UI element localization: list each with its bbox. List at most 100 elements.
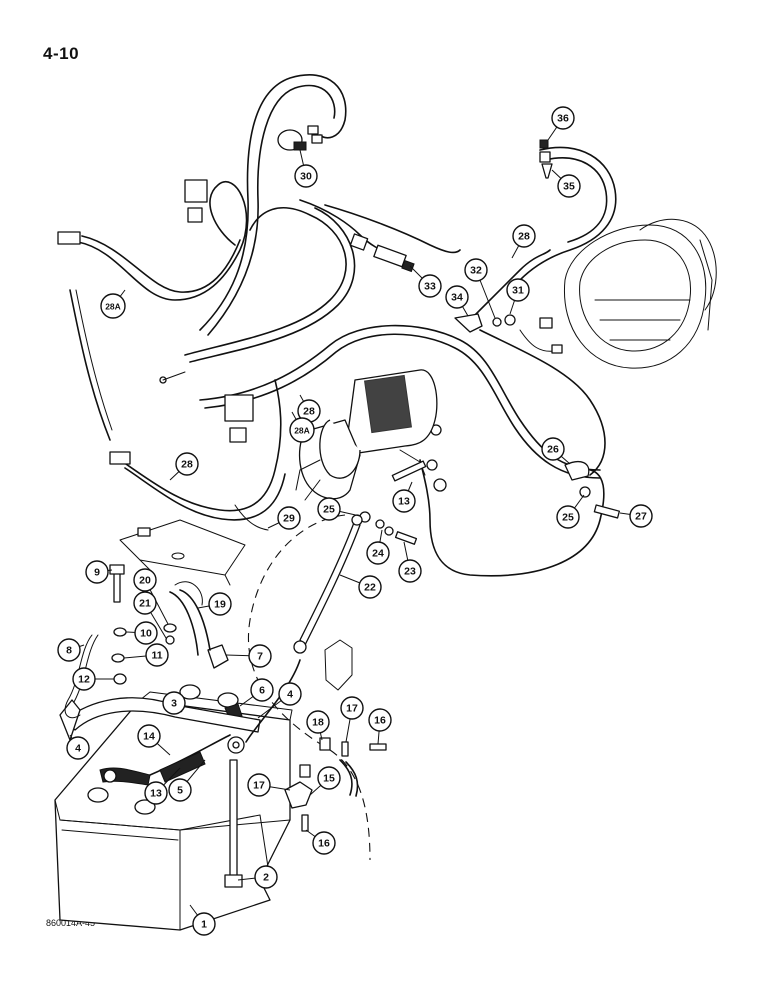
- callout-circle: [278, 682, 302, 706]
- callout-24: 24: [366, 529, 390, 565]
- hold-down-bar: [64, 697, 261, 733]
- callout-5: 5: [168, 759, 206, 802]
- callout-28: 28: [297, 394, 321, 423]
- callout-label: 14: [143, 731, 155, 743]
- callout-label: 4: [287, 689, 293, 701]
- battery-tray: [119, 519, 246, 586]
- callout-label: 10: [140, 628, 152, 640]
- callout-circle: [248, 644, 272, 668]
- callout-21: 21: [133, 591, 167, 639]
- starter-motor: [295, 369, 438, 501]
- callout-18: 18: [306, 710, 330, 741]
- callout-circle: [133, 568, 157, 592]
- callout-28: 28: [169, 452, 199, 481]
- callout-36: 36: [547, 106, 575, 141]
- callout-22: 22: [339, 574, 382, 599]
- callout-15: 15: [309, 766, 341, 796]
- plug-connector-left: [57, 231, 81, 245]
- callout-28A: 28A: [100, 289, 126, 319]
- callout-label: 23: [404, 566, 416, 578]
- callout-circle: [175, 452, 199, 476]
- callout-circle: [289, 417, 315, 443]
- callout-17: 17: [247, 773, 291, 797]
- callout-circle: [629, 504, 653, 528]
- callout-label: 11: [151, 650, 162, 662]
- plug-connector-lower: [109, 451, 131, 465]
- temperature-switch: [277, 125, 323, 151]
- callout-11: 11: [123, 643, 169, 667]
- callout-13: 13: [392, 481, 416, 513]
- callout-circle: [340, 696, 364, 720]
- callout-label: 33: [424, 281, 436, 293]
- callout-circle: [208, 592, 232, 616]
- callout-1: 1: [189, 904, 216, 936]
- alternator: [563, 218, 717, 369]
- callout-circle: [512, 224, 536, 248]
- callout-circle: [368, 708, 392, 732]
- callout-circle: [250, 678, 274, 702]
- callout-circle: [557, 174, 581, 198]
- callout-circle: [541, 437, 565, 461]
- callout-circle: [306, 710, 330, 734]
- callout-label: 31: [512, 285, 524, 297]
- callout-label: 30: [300, 171, 312, 183]
- callout-circle: [137, 724, 161, 748]
- callout-circle: [192, 912, 216, 936]
- callout-35: 35: [551, 169, 581, 198]
- callout-30: 30: [294, 149, 318, 188]
- callout-17: 17: [340, 696, 364, 743]
- callout-label: 19: [214, 599, 226, 611]
- callout-32: 32: [464, 258, 496, 319]
- callout-label: 16: [374, 715, 386, 727]
- cable-clamp: [564, 461, 590, 481]
- callout-label: 12: [78, 674, 90, 686]
- callout-16: 16: [368, 708, 392, 745]
- callout-label: 34: [451, 292, 463, 304]
- callout-label: 29: [283, 513, 295, 525]
- connector-block-upper: [184, 179, 208, 203]
- callout-label: 13: [398, 496, 410, 508]
- callout-6: 6: [239, 678, 274, 707]
- callout-circle: [168, 778, 192, 802]
- callout-circle: [100, 293, 126, 319]
- callout-label: 1: [201, 919, 207, 931]
- callout-circle: [277, 506, 301, 530]
- callout-circle: [366, 541, 390, 565]
- callout-circle: [134, 621, 158, 645]
- callout-label: 32: [470, 265, 482, 277]
- callout-label: 36: [557, 113, 569, 125]
- callout-31: 31: [506, 278, 530, 315]
- callout-9: 9: [85, 560, 113, 584]
- callout-circle: [358, 575, 382, 599]
- callout-circle: [418, 274, 442, 298]
- callout-circle: [556, 505, 580, 529]
- callout-circle: [506, 278, 530, 302]
- callout-label: 15: [323, 773, 335, 785]
- callout-label: 24: [372, 548, 384, 560]
- callout-label: 9: [94, 567, 100, 579]
- callout-label: 22: [364, 582, 376, 594]
- callout-33: 33: [409, 265, 442, 298]
- callout-7: 7: [225, 644, 272, 668]
- callout-label: 13: [150, 788, 162, 800]
- callout-circle: [464, 258, 488, 282]
- callout-label: 35: [563, 181, 575, 193]
- callout-label: 20: [139, 575, 151, 587]
- callout-label: 27: [635, 511, 647, 523]
- callout-8: 8: [57, 638, 85, 662]
- callout-label: 18: [312, 717, 324, 729]
- cable-clip: [454, 313, 483, 333]
- callout-26: 26: [541, 437, 571, 465]
- callout-label: 16: [318, 838, 330, 850]
- callout-label: 25: [323, 504, 335, 516]
- callout-label: 17: [253, 780, 265, 792]
- callout-27: 27: [619, 504, 653, 528]
- callout-circle: [294, 164, 318, 188]
- callout-label: 2: [263, 872, 269, 884]
- callout-23: 23: [398, 541, 422, 583]
- callout-circle: [133, 591, 157, 615]
- callout-label: 25: [562, 512, 574, 524]
- callout-circle: [247, 773, 271, 797]
- callout-label: 28: [181, 459, 193, 471]
- callout-circle: [144, 781, 168, 805]
